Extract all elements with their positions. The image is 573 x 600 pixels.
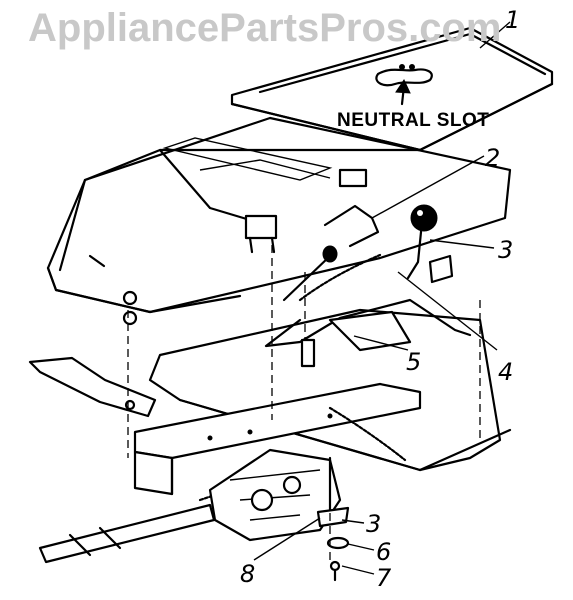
- alignment-lines: [127, 245, 481, 560]
- neutral-slot-label: NEUTRAL SLOT: [337, 110, 490, 131]
- callout-1: 1: [505, 6, 521, 34]
- leader-lines: [253, 21, 511, 575]
- hardware-stack: [316, 456, 350, 582]
- callout-6: 6: [376, 538, 392, 566]
- shift-lever-assembly: [264, 204, 472, 368]
- callout-8: 8: [240, 560, 256, 588]
- left-bracket: [28, 356, 157, 418]
- callout-3: 3: [498, 236, 514, 264]
- part-1-cover-plate: [230, 26, 554, 152]
- watermark: AppliancePartsPros.com: [28, 6, 502, 50]
- callout-7: 7: [376, 564, 392, 592]
- transmission: [38, 448, 342, 564]
- body-housing: [46, 116, 512, 326]
- callout-5: 5: [406, 348, 422, 376]
- callout-4: 4: [498, 358, 514, 386]
- callout-2: 2: [485, 144, 501, 172]
- floor-pan: [148, 308, 512, 472]
- frame-rails: [133, 382, 422, 496]
- callout-3b: 3: [366, 510, 382, 538]
